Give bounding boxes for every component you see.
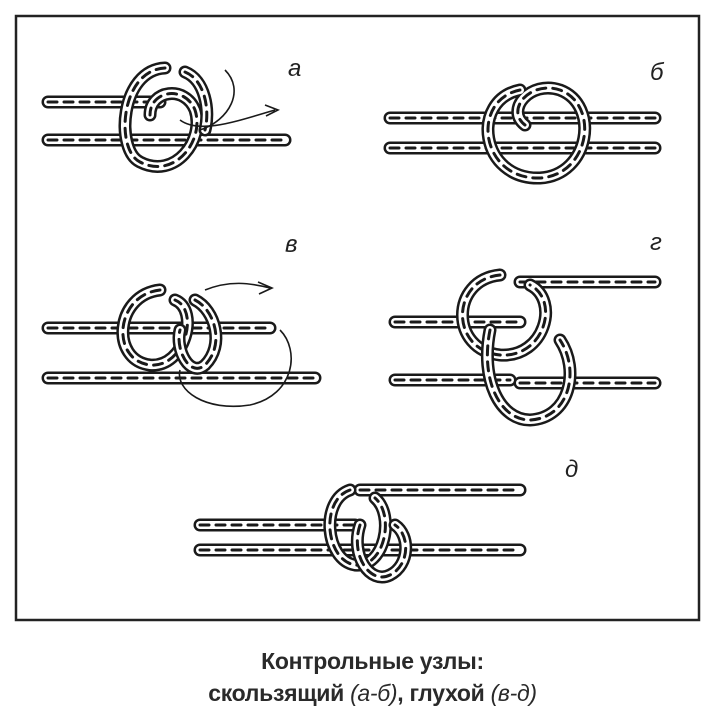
- arrow-a-2: [199, 69, 235, 131]
- caption-sliding: скользящий: [208, 680, 351, 706]
- ring-b: [481, 81, 592, 185]
- arrow-a: [179, 104, 280, 128]
- frame: [14, 14, 701, 622]
- label-d: д: [565, 456, 578, 483]
- caption-title: Контрольные узлы:: [261, 648, 484, 674]
- knots-diagram: а б в г д: [14, 14, 701, 622]
- ring-d-2: [350, 518, 413, 584]
- label-v: в: [285, 231, 298, 258]
- caption-subtitle: скользящий (а-б), глухой (в-д): [0, 680, 715, 707]
- ring-g: [456, 268, 553, 362]
- caption-range-vd: (в-д): [490, 680, 538, 706]
- ring-v-2: [172, 293, 223, 375]
- ring-g-2: [480, 323, 577, 427]
- ropes: [41, 61, 662, 584]
- ring-v: [116, 283, 194, 372]
- ring-a-2: [178, 65, 214, 137]
- arrow-v-2: [178, 329, 292, 408]
- label-b: б: [650, 59, 665, 86]
- ring-a: [118, 61, 204, 173]
- caption-blind: , глухой: [397, 680, 491, 706]
- arrow-v: [204, 281, 274, 295]
- label-g: г: [650, 229, 662, 256]
- ring-d: [323, 483, 392, 572]
- label-a: а: [288, 55, 301, 82]
- caption-range-ab: (а-б): [350, 680, 398, 706]
